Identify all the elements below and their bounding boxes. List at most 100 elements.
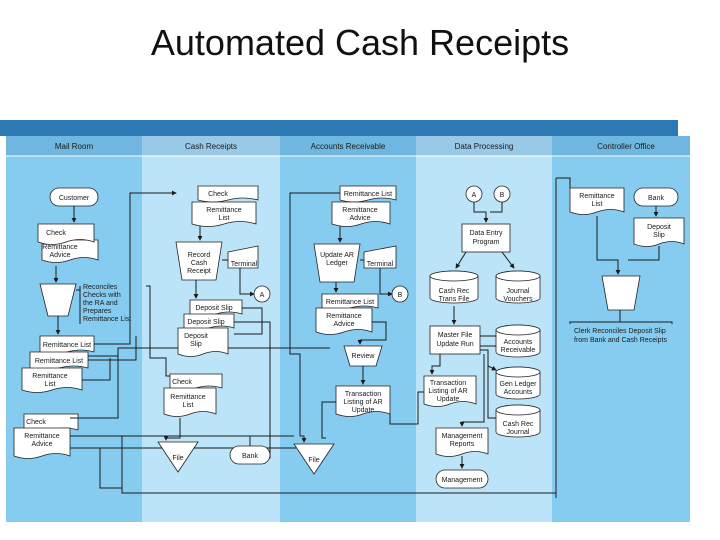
svg-text:Bank: Bank [242, 453, 258, 460]
svg-text:Management: Management [442, 433, 483, 440]
slide-title: Automated Cash Receipts [150, 22, 570, 63]
svg-text:Check: Check [46, 230, 66, 237]
svg-text:Cash Rec: Cash Rec [503, 421, 534, 428]
ar-connector-b: B [391, 285, 409, 303]
svg-text:Deposit: Deposit [184, 333, 208, 340]
dp-connector-a: A [465, 185, 483, 203]
svg-text:Gen Ledger: Gen Ledger [500, 381, 538, 388]
mail-check-advice-stack: Check Remittance Advice [13, 413, 79, 459]
svg-text:Checks with: Checks with [83, 292, 121, 299]
svg-text:List: List [45, 381, 56, 388]
svg-text:Management: Management [442, 477, 483, 484]
svg-text:Master File: Master File [438, 332, 473, 339]
cash-bank-terminal: Bank [229, 445, 271, 465]
cash-connector-a: A [253, 285, 271, 303]
header-bar [6, 136, 690, 156]
svg-text:Slip: Slip [190, 341, 202, 348]
svg-text:Accounts: Accounts [504, 339, 533, 346]
svg-text:Receivable: Receivable [501, 347, 536, 354]
flowchart: Mail Room Cash Receipts Accounts Receiva… [0, 120, 690, 522]
co-remittance-list-doc: Remittance List [569, 187, 625, 215]
ar-review-manual-operation: Review [343, 345, 383, 367]
ar-transaction-listing-doc: Transaction Listing of AR Update [335, 385, 391, 417]
svg-text:List: List [183, 402, 194, 409]
co-bank-terminal: Bank [633, 187, 679, 207]
svg-text:Update Run: Update Run [436, 341, 473, 348]
svg-text:Remittance List: Remittance List [35, 358, 83, 365]
svg-text:Record: Record [188, 252, 211, 259]
svg-text:Review: Review [352, 353, 376, 360]
svg-text:from Bank and Cash Receipts: from Bank and Cash Receipts [574, 337, 667, 344]
svg-text:Remittance List: Remittance List [344, 191, 392, 198]
dp-transaction-listing-doc: Transaction Listing of AR Update [423, 375, 477, 407]
svg-text:Deposit Slip: Deposit Slip [195, 305, 232, 312]
lane-header-dp: Data Processing [455, 142, 514, 151]
mail-customer-terminal: Customer [49, 187, 99, 207]
svg-text:Check: Check [172, 379, 192, 386]
svg-text:Cash Rec: Cash Rec [439, 288, 470, 295]
svg-text:Remittance: Remittance [170, 394, 206, 401]
cash-file-offpage: File [157, 441, 199, 473]
svg-text:Advice: Advice [49, 252, 70, 259]
svg-text:Prepares: Prepares [83, 308, 112, 315]
svg-text:Ledger: Ledger [326, 260, 348, 267]
co-deposit-slip-doc: Deposit Slip [633, 217, 685, 247]
lane-header-co: Controller Office [597, 142, 655, 151]
mail-remittance-list-stack: Remittance List Remittance List Remittan… [21, 335, 95, 393]
co-reconcile-note: Clerk Reconciles Deposit Slip from Bank … [569, 310, 673, 344]
svg-text:Remittance: Remittance [326, 313, 362, 320]
dp-management-reports-doc: Management Reports [435, 427, 489, 457]
svg-text:Remittance: Remittance [206, 207, 242, 214]
svg-text:Remittance: Remittance [342, 207, 378, 214]
svg-text:B: B [500, 192, 505, 199]
mail-check-doc: Check [37, 223, 95, 245]
svg-text:Advice: Advice [333, 321, 354, 328]
top-band [0, 120, 678, 136]
co-reconcile-manual-operation [601, 275, 641, 311]
cash-check-remit-stack: Check Remittance List [191, 185, 259, 227]
svg-text:Listing of AR: Listing of AR [343, 399, 382, 406]
mail-manual-operation [39, 283, 77, 317]
dp-accounts-receivable: Accounts Receivable [495, 324, 541, 358]
dp-connector-b: B [493, 185, 511, 203]
ar-remittance-stack: Remittance List Remittance Advice [331, 185, 397, 227]
svg-text:Bank: Bank [648, 195, 664, 202]
svg-text:Deposit Slip: Deposit Slip [187, 319, 224, 326]
svg-text:Terminal: Terminal [367, 261, 394, 268]
svg-text:Journal: Journal [507, 288, 530, 295]
dp-data-entry-program: Data Entry Program [461, 223, 511, 253]
cash-record-receipt-manual-input: Record Cash Receipt [175, 241, 223, 281]
svg-text:Reports: Reports [450, 441, 475, 448]
svg-text:Program: Program [473, 239, 500, 246]
svg-text:the RA and: the RA and [83, 300, 118, 307]
svg-text:Data Entry: Data Entry [469, 230, 503, 237]
svg-text:File: File [172, 455, 183, 462]
svg-text:B: B [398, 292, 403, 299]
mail-reconcile-note: Reconciles Checks with the RA and Prepar… [76, 284, 131, 324]
svg-text:Remittance List: Remittance List [43, 342, 91, 349]
dp-management-terminal: Management [435, 469, 489, 489]
mail-remittance-advice-doc: Remittance Advice [41, 239, 99, 263]
svg-text:File: File [308, 457, 319, 464]
svg-text:Terminal: Terminal [231, 261, 258, 268]
svg-text:Journal: Journal [507, 429, 530, 436]
svg-text:Remittance: Remittance [24, 433, 60, 440]
svg-text:Transaction: Transaction [430, 380, 466, 387]
dp-cashrec-journal: Cash Rec Journal [495, 404, 541, 438]
svg-text:Customer: Customer [59, 195, 90, 202]
dp-master-file-update-run: Master File Update Run [429, 325, 481, 355]
svg-text:Remittance: Remittance [42, 244, 78, 251]
svg-text:List: List [592, 201, 603, 208]
lane-header-ar: Accounts Receivable [311, 142, 386, 151]
lane-header-cash: Cash Receipts [185, 142, 237, 151]
svg-text:Check: Check [208, 191, 228, 198]
ar-update-ledger-manual-input: Update AR Ledger [313, 243, 361, 283]
svg-text:Remittance List: Remittance List [326, 299, 374, 306]
svg-text:Cash: Cash [191, 260, 207, 267]
svg-text:Slip: Slip [653, 232, 665, 239]
svg-text:Transaction: Transaction [345, 391, 381, 398]
svg-text:List: List [219, 215, 230, 222]
cash-check-remit-stack-2: Check Remittance List [163, 373, 223, 417]
svg-text:A: A [260, 292, 265, 299]
svg-text:Trans File: Trans File [439, 296, 470, 303]
